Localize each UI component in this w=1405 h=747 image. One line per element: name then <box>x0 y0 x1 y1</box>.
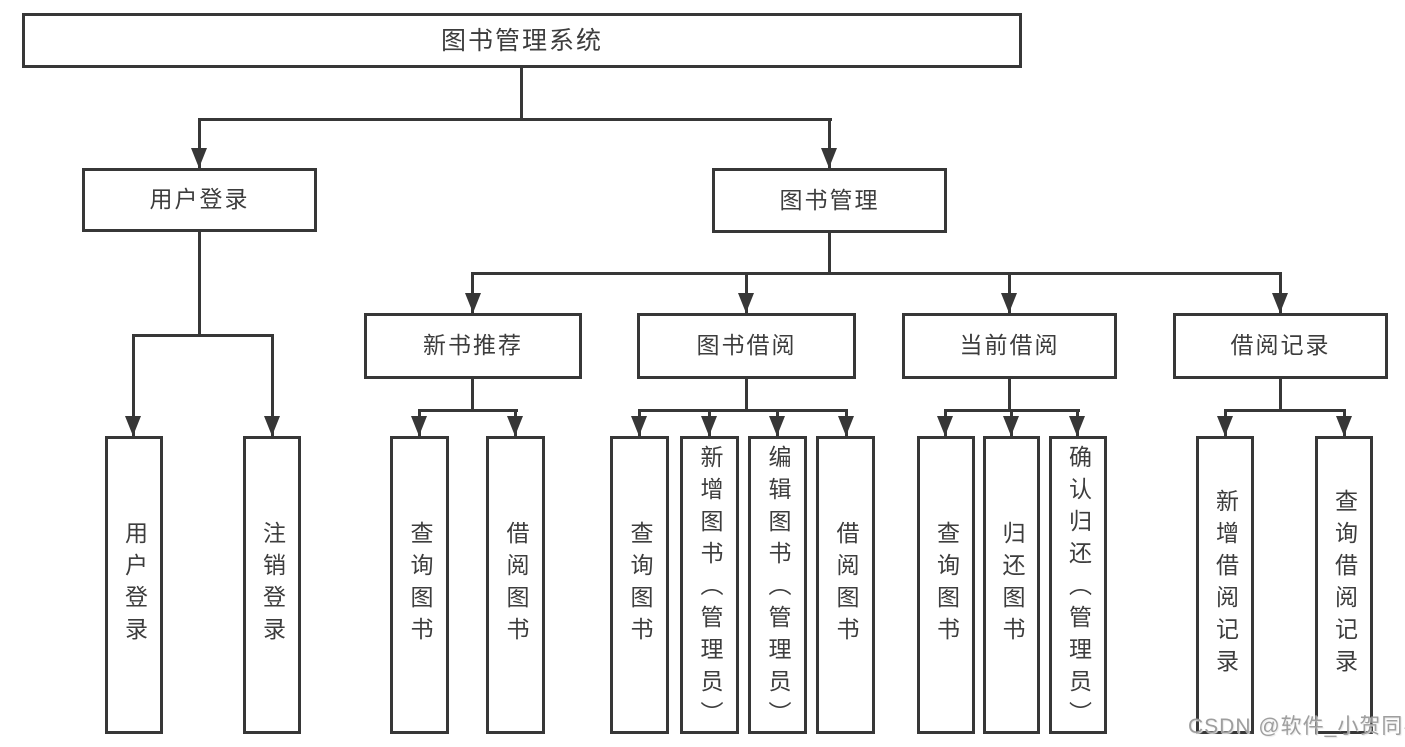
connector-line <box>1224 409 1346 412</box>
leaf-return-books: 归还图书 <box>983 436 1040 734</box>
connector-line <box>520 68 523 120</box>
arrow-down-icon <box>1003 416 1019 436</box>
connector-line <box>418 409 518 412</box>
leaf-user-login: 用户登录 <box>105 436 163 734</box>
leaf-borrow-books: 借阅图书 <box>816 436 875 734</box>
connector-line <box>132 337 135 436</box>
leaf-borrow-books-recommend: 借阅图书 <box>486 436 545 734</box>
arrow-down-icon <box>1272 293 1288 313</box>
connector-line <box>944 409 1080 412</box>
leaf-query-books-current: 查询图书 <box>917 436 975 734</box>
leaf-add-borrow-record: 新增借阅记录 <box>1196 436 1254 734</box>
node-book-management: 图书管理 <box>712 168 947 233</box>
arrow-down-icon <box>507 416 523 436</box>
arrow-down-icon <box>1336 416 1352 436</box>
arrow-down-icon <box>1217 416 1233 436</box>
connector-line <box>198 118 832 121</box>
leaf-logout: 注销登录 <box>243 436 301 734</box>
connector-line <box>198 121 201 168</box>
arrow-down-icon <box>769 416 785 436</box>
leaf-query-books-recommend: 查询图书 <box>390 436 449 734</box>
node-borrow-records: 借阅记录 <box>1173 313 1388 379</box>
leaf-edit-books-admin: 编辑图书（管理员） <box>748 436 807 734</box>
node-root-system: 图书管理系统 <box>22 13 1022 68</box>
arrow-down-icon <box>738 293 754 313</box>
arrow-down-icon <box>125 416 141 436</box>
node-new-book-recommend: 新书推荐 <box>364 313 582 379</box>
connector-line <box>1279 379 1282 411</box>
connector-line <box>828 233 831 274</box>
arrow-down-icon <box>838 416 854 436</box>
node-book-borrow: 图书借阅 <box>637 313 856 379</box>
connector-line <box>471 272 1282 275</box>
connector-line <box>471 379 474 411</box>
leaf-confirm-return-admin: 确认归还（管理员） <box>1049 436 1107 734</box>
node-current-borrow: 当前借阅 <box>902 313 1117 379</box>
connector-line <box>745 379 748 411</box>
arrow-down-icon <box>191 148 207 168</box>
connector-line <box>1008 379 1011 411</box>
connector-line <box>638 409 848 412</box>
connector-line <box>828 121 831 168</box>
arrow-down-icon <box>1069 416 1085 436</box>
arrow-down-icon <box>631 416 647 436</box>
arrow-down-icon <box>411 416 427 436</box>
node-user-login: 用户登录 <box>82 168 317 232</box>
arrow-down-icon <box>701 416 717 436</box>
arrow-down-icon <box>264 416 280 436</box>
arrow-down-icon <box>821 148 837 168</box>
csdn-watermark: CSDN @软件_小贺同学 <box>1188 715 1405 738</box>
arrow-down-icon <box>1001 293 1017 313</box>
connector-line <box>132 334 274 337</box>
leaf-add-books-admin: 新增图书（管理员） <box>680 436 739 734</box>
connector-line <box>198 232 201 336</box>
leaf-query-borrow-record: 查询借阅记录 <box>1315 436 1373 734</box>
arrow-down-icon <box>937 416 953 436</box>
arrow-down-icon <box>465 293 481 313</box>
connector-line <box>271 337 274 436</box>
leaf-query-books-borrow: 查询图书 <box>610 436 669 734</box>
